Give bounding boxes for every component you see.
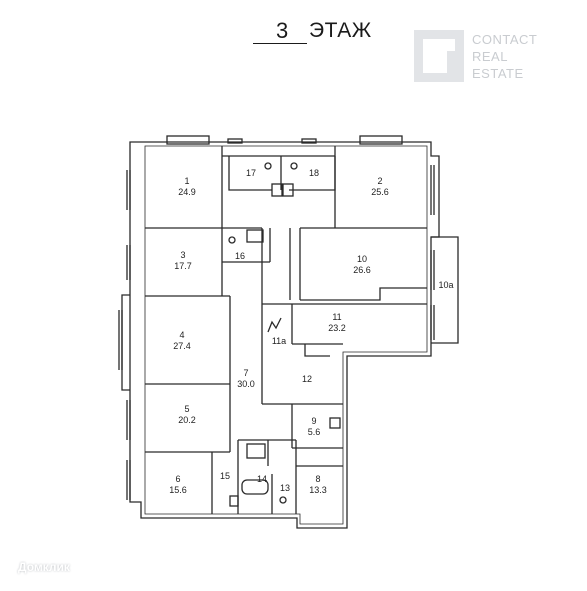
- room-number: 15: [220, 471, 230, 481]
- window-bump: [301, 138, 317, 144]
- room-number: 2: [377, 176, 382, 186]
- room-area: 17.7: [174, 261, 192, 271]
- room-area: 24.9: [178, 187, 196, 197]
- sink-fixture: [228, 236, 236, 244]
- room-area: 13.3: [309, 485, 327, 495]
- room-number: 17: [246, 168, 256, 178]
- balcony-10a: [431, 236, 459, 344]
- room-number: 13: [280, 483, 290, 493]
- room-number: 12: [302, 374, 312, 384]
- outer-wall: [129, 141, 440, 529]
- room-area: 26.6: [353, 265, 371, 275]
- floor-underline: [253, 43, 307, 44]
- room-number: 4: [179, 330, 184, 340]
- toilet-fixture: [290, 162, 298, 170]
- shaft: [229, 495, 239, 507]
- room-area: 15.6: [169, 485, 187, 495]
- bathtub-fixture: [246, 229, 264, 243]
- room-number: 11: [332, 312, 341, 322]
- watermark-logo-icon: [414, 30, 464, 82]
- room-number: 5: [184, 404, 189, 414]
- watermark-line: REAL: [472, 49, 508, 64]
- room-number: 10: [357, 254, 367, 264]
- room-number: 6: [175, 474, 180, 484]
- room-number: 8: [315, 474, 320, 484]
- room-number: 10а: [438, 280, 453, 290]
- shaft: [271, 183, 283, 197]
- floor-word: ЭТАЖ: [309, 19, 372, 42]
- room-area: 25.6: [371, 187, 389, 197]
- window-mark: [118, 165, 435, 500]
- footer-brand: Домклик: [18, 560, 70, 574]
- room-labels: 1 24.9 2 25.6 3 17.7 4 27.4 5 20.2 6 15.…: [169, 168, 453, 495]
- left-bay: [121, 294, 130, 391]
- bathtub-fixture: [246, 443, 266, 459]
- floor-number: 3: [276, 18, 289, 43]
- watermark-line: CONTACT: [472, 32, 538, 47]
- wall: [304, 344, 330, 357]
- wall: [228, 156, 272, 191]
- room-number: 16: [235, 251, 245, 261]
- room-number: 18: [309, 168, 319, 178]
- room-number: 3: [180, 250, 185, 260]
- watermark: CONTACT REAL ESTATE: [414, 30, 564, 90]
- room-area: 30.0: [237, 379, 255, 389]
- room-area: 5.6: [308, 427, 321, 437]
- toilet-fixture: [264, 162, 272, 170]
- watermark-line: ESTATE: [472, 66, 524, 81]
- toilet-fixture: [279, 496, 287, 504]
- window-bump: [359, 135, 403, 145]
- room-area: 20.2: [178, 415, 196, 425]
- watermark-text: CONTACT REAL ESTATE: [472, 31, 537, 82]
- window-bump: [227, 138, 243, 144]
- floor-title: 3 ЭТАЖ: [0, 0, 587, 50]
- stair-mark: [267, 317, 282, 333]
- room-number: 9: [311, 416, 316, 426]
- window-bump: [166, 135, 210, 145]
- room-number: 11а: [272, 336, 286, 346]
- bathtub-fixture: [241, 479, 269, 495]
- wall: [300, 287, 427, 301]
- shaft: [329, 417, 341, 429]
- room-area: 23.2: [328, 323, 346, 333]
- shaft: [282, 183, 294, 197]
- room-number: 7: [243, 368, 248, 378]
- room-area: 27.4: [173, 341, 191, 351]
- room-number: 1: [184, 176, 189, 186]
- room-number: 14: [257, 474, 267, 484]
- outer-wall-inner: [144, 145, 428, 525]
